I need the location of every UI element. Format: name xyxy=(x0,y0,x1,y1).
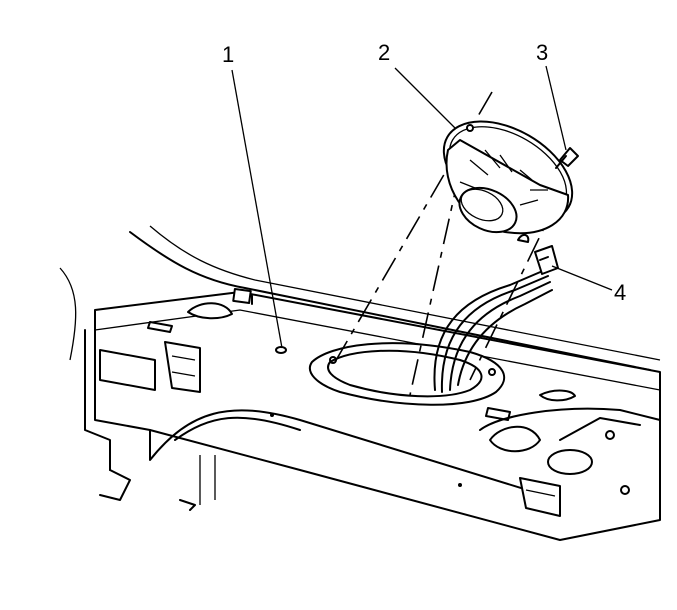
wiring-harness xyxy=(433,269,553,393)
shelf-right-features xyxy=(479,389,661,517)
callout-1: 1 xyxy=(222,42,234,67)
rear-window-edge xyxy=(59,225,661,371)
leader-lines xyxy=(231,65,613,349)
speaker xyxy=(442,120,574,235)
callout-4: 4 xyxy=(614,280,626,305)
screw xyxy=(555,147,579,169)
callout-2: 2 xyxy=(378,40,390,65)
callout-3: 3 xyxy=(536,40,548,65)
package-shelf xyxy=(84,287,661,541)
